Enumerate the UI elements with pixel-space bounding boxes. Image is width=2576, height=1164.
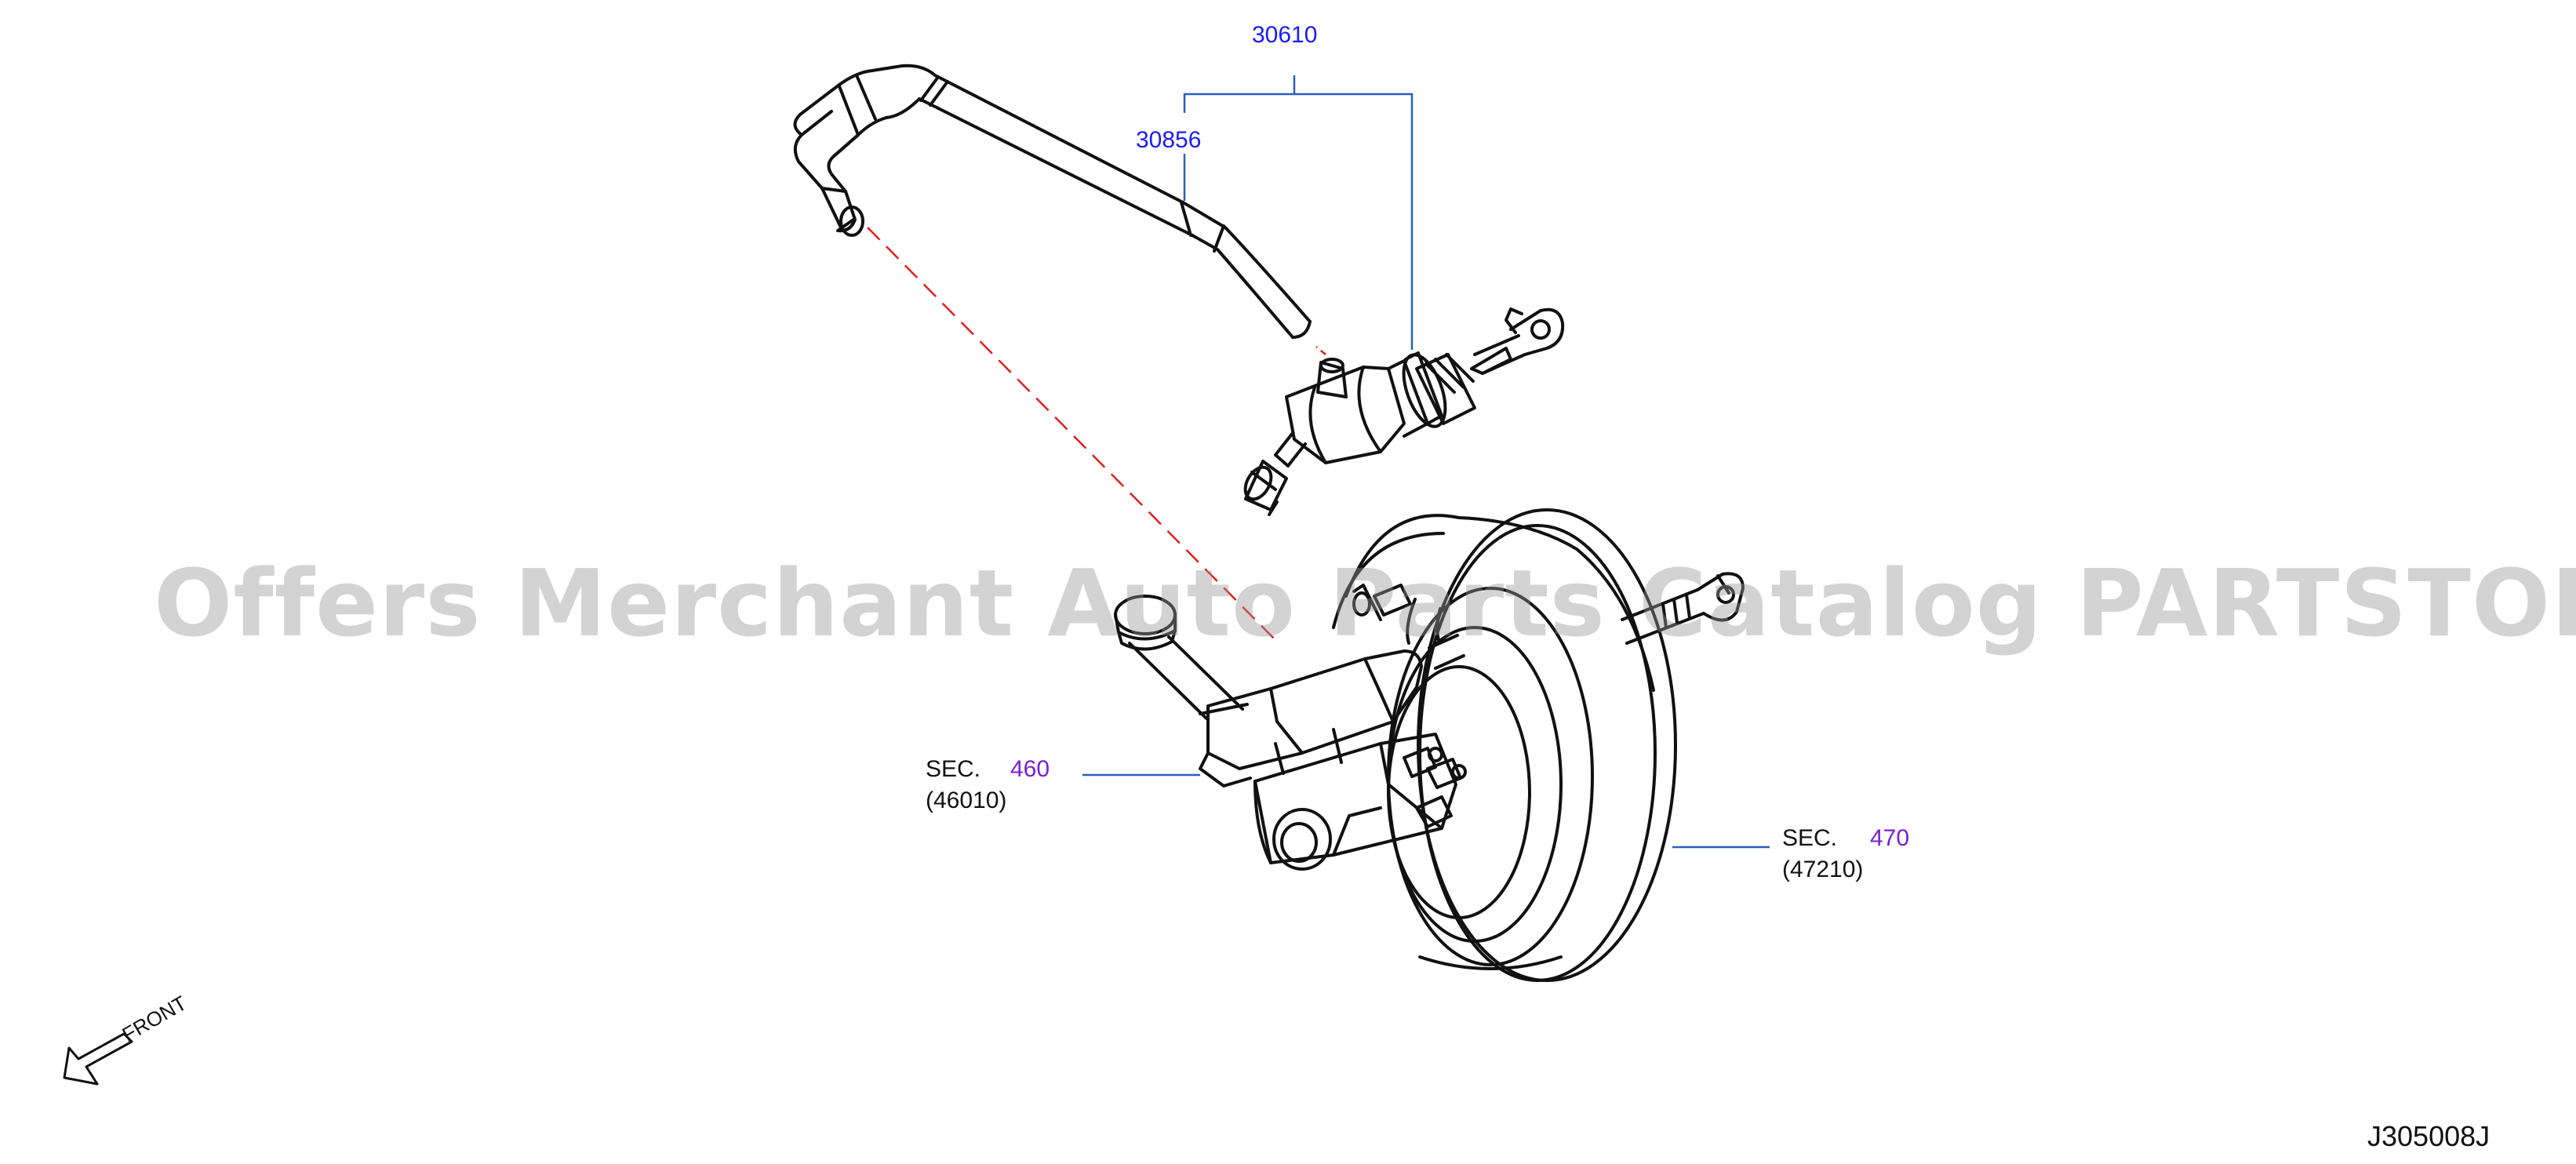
section-left-prefix: SEC. — [926, 756, 981, 782]
clutch-master-cylinder-30610 — [1243, 307, 1565, 516]
callout-30856[interactable]: 30856 — [1136, 127, 1202, 153]
section-right-number[interactable]: 470 — [1870, 825, 1910, 851]
diagram-code: J305008J — [2367, 1120, 2490, 1152]
leader-30610 — [1183, 93, 1414, 350]
section-right-sub: (47210) — [1782, 857, 1864, 882]
installation-dashed-line — [867, 227, 1278, 642]
watermark-text: Offers Merchant Auto Parts Catalog PARTS… — [154, 549, 2576, 657]
front-arrow-icon — [63, 1032, 133, 1086]
section-left-sub: (46010) — [926, 788, 1007, 813]
hose-30856 — [793, 64, 1312, 339]
section-right-prefix: SEC. — [1782, 825, 1838, 851]
installation-dashed-line-short — [1315, 346, 1326, 355]
section-left-number[interactable]: 460 — [1010, 756, 1050, 782]
callout-30610[interactable]: 30610 — [1252, 22, 1318, 48]
brake-master-cylinder-46010 — [1114, 584, 1467, 871]
